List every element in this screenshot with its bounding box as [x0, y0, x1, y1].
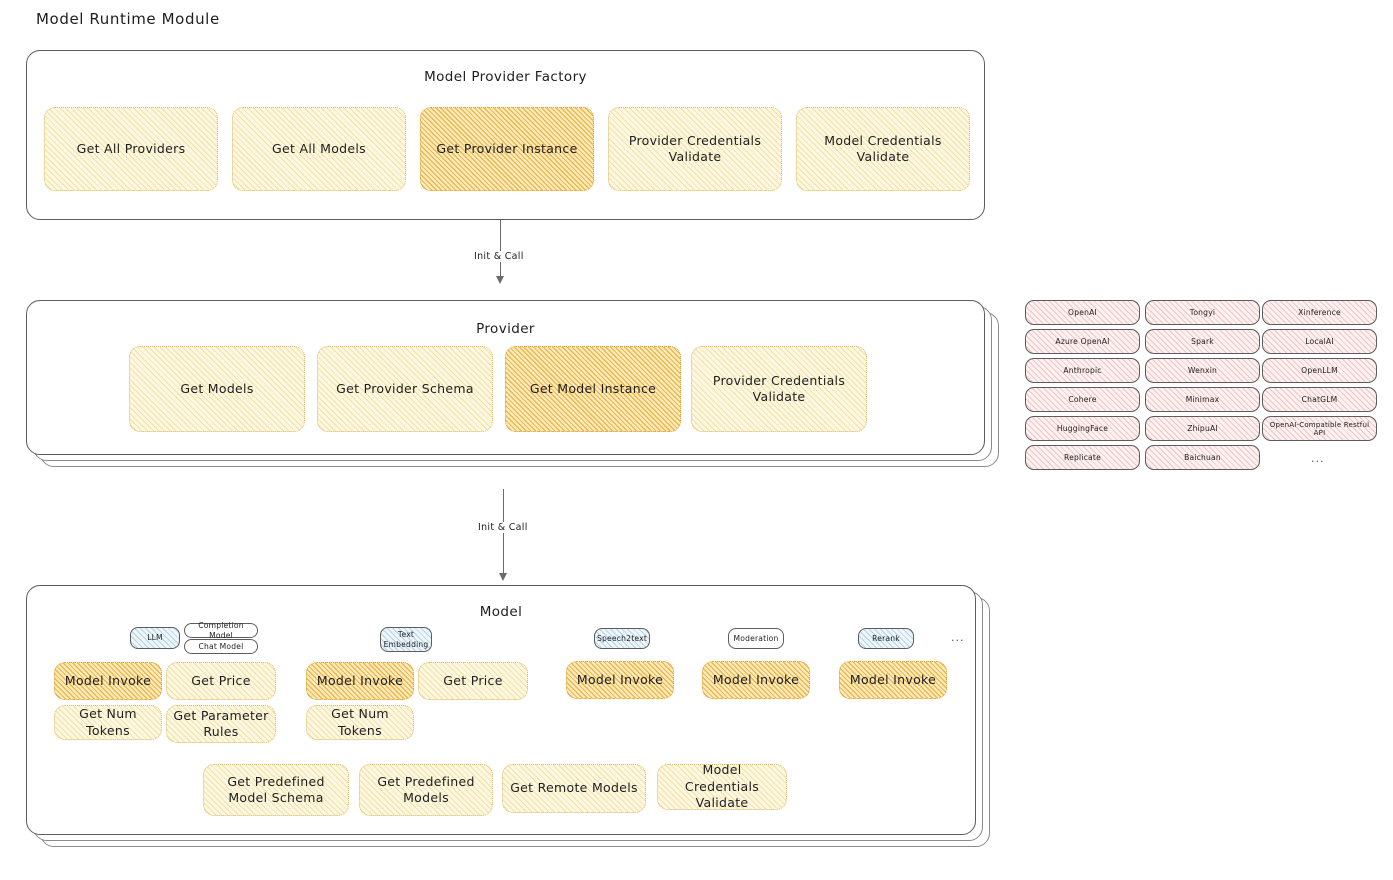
model-method-text-embedding-get-num-tokens[interactable]: Get Num Tokens [306, 705, 414, 740]
factory-box-model-credentials-validate[interactable]: Model Credentials Validate [796, 107, 970, 191]
provider-list-ellipsis: ... [1311, 452, 1325, 465]
provider-chip-zhipuai[interactable]: ZhipuAI [1145, 416, 1260, 441]
provider-chip-cohere[interactable]: Cohere [1025, 387, 1140, 412]
arrow-factory-to-provider-line [500, 220, 501, 278]
provider-chip-tongyi[interactable]: Tongyi [1145, 300, 1260, 325]
provider-chip-openai[interactable]: OpenAI [1025, 300, 1140, 325]
page-title: Model Runtime Module [36, 10, 220, 28]
model-types-ellipsis: ... [951, 631, 965, 644]
factory-box-get-provider-instance[interactable]: Get Provider Instance [420, 107, 594, 191]
model-type-badge-speech2text[interactable]: Speech2text [594, 628, 650, 649]
provider-box-provider-credentials-validate[interactable]: Provider Credentials Validate [691, 346, 867, 432]
model-method-speech2text-model-invoke[interactable]: Model Invoke [566, 661, 674, 699]
provider-chip-minimax[interactable]: Minimax [1145, 387, 1260, 412]
model-type-badge-llm[interactable]: LLM [130, 627, 180, 649]
model-type-badge-rerank[interactable]: Rerank [858, 628, 914, 649]
provider-chip-localai[interactable]: LocalAI [1262, 329, 1377, 354]
provider-box-get-models[interactable]: Get Models [129, 346, 305, 432]
model-shared-get-predefined-models[interactable]: Get Predefined Models [359, 764, 493, 816]
model-subtype-badge-completion-model[interactable]: Completion Model [184, 621, 258, 640]
model-method-text-embedding-model-invoke[interactable]: Model Invoke [306, 662, 414, 700]
model-shared-get-remote-models[interactable]: Get Remote Models [502, 764, 646, 813]
provider-chip-openllm[interactable]: OpenLLM [1262, 358, 1377, 383]
model-method-llm-get-price[interactable]: Get Price [166, 662, 276, 700]
arrow-provider-to-model-head [498, 573, 507, 581]
provider-chip-openai-compatible-restful-api[interactable]: OpenAI-Compatible Restful API [1262, 416, 1377, 441]
model-shared-get-predefined-model-schema[interactable]: Get Predefined Model Schema [203, 764, 349, 816]
model-type-badge-text-embedding[interactable]: Text Embedding [380, 627, 432, 652]
model-method-rerank-model-invoke[interactable]: Model Invoke [839, 661, 947, 699]
factory-box-provider-credentials-validate[interactable]: Provider Credentials Validate [608, 107, 782, 191]
model-shared-model-credentials-validate[interactable]: Model Credentials Validate [657, 762, 787, 810]
model-method-moderation-model-invoke[interactable]: Model Invoke [702, 661, 810, 699]
provider-chip-huggingface[interactable]: HuggingFace [1025, 416, 1140, 441]
provider-chip-azure-openai[interactable]: Azure OpenAI [1025, 329, 1140, 354]
provider-title: Provider [476, 321, 535, 337]
model-method-llm-get-num-tokens[interactable]: Get Num Tokens [54, 705, 162, 740]
model-title: Model [479, 604, 523, 620]
model-method-llm-get-parameter-rules[interactable]: Get Parameter Rules [166, 705, 276, 743]
model-provider-factory-title: Model Provider Factory [424, 69, 587, 85]
model-subtype-badge-chat-model[interactable]: Chat Model [184, 639, 258, 654]
provider-chip-baichuan[interactable]: Baichuan [1145, 445, 1260, 470]
provider-box-get-model-instance[interactable]: Get Model Instance [505, 346, 681, 432]
arrow-factory-to-provider-label: Init & Call [470, 251, 528, 262]
model-method-text-embedding-get-price[interactable]: Get Price [418, 662, 528, 700]
arrow-provider-to-model-label: Init & Call [474, 522, 532, 533]
provider-chip-chatglm[interactable]: ChatGLM [1262, 387, 1377, 412]
provider-chip-anthropic[interactable]: Anthropic [1025, 358, 1140, 383]
arrow-factory-to-provider-head [495, 276, 504, 284]
factory-box-get-all-models[interactable]: Get All Models [232, 107, 406, 191]
provider-chip-spark[interactable]: Spark [1145, 329, 1260, 354]
model-method-llm-model-invoke[interactable]: Model Invoke [54, 662, 162, 700]
factory-box-get-all-providers[interactable]: Get All Providers [44, 107, 218, 191]
provider-chip-replicate[interactable]: Replicate [1025, 445, 1140, 470]
provider-box-get-provider-schema[interactable]: Get Provider Schema [317, 346, 493, 432]
model-type-badge-moderation[interactable]: Moderation [728, 628, 784, 649]
provider-chip-xinference[interactable]: Xinference [1262, 300, 1377, 325]
provider-chip-wenxin[interactable]: Wenxin [1145, 358, 1260, 383]
